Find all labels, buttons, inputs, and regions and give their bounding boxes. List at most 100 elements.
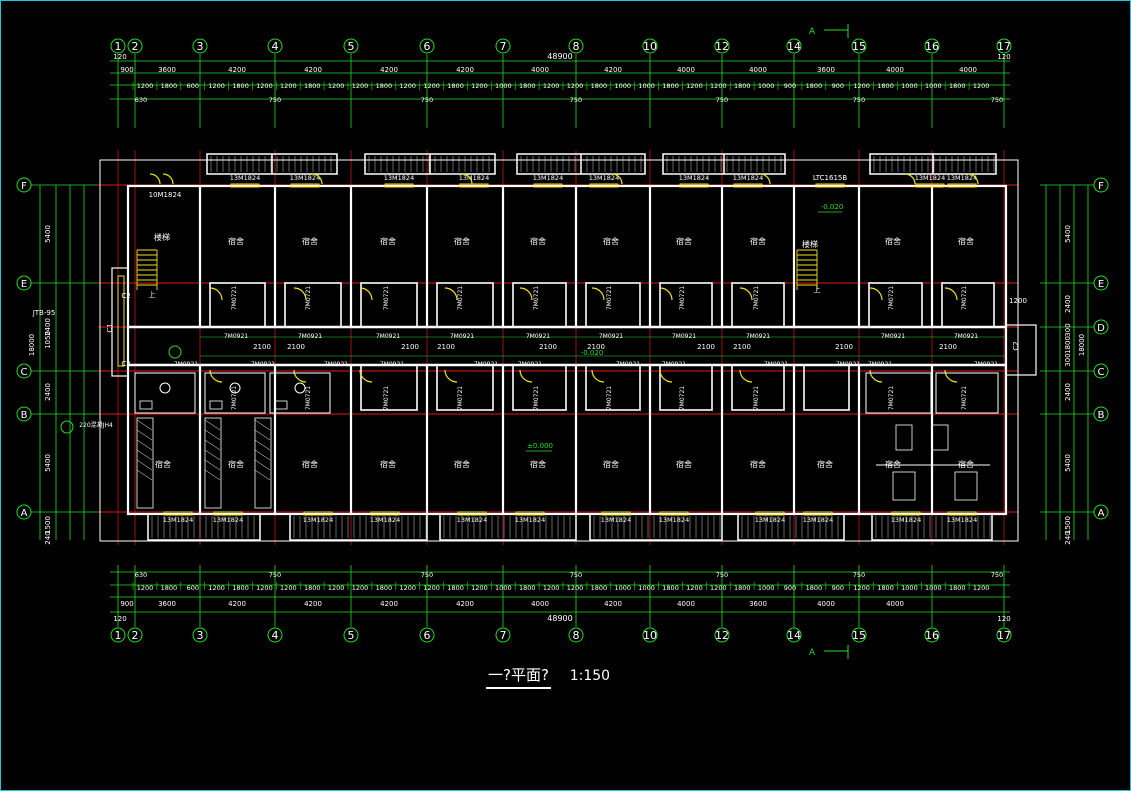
door-swing bbox=[444, 287, 458, 301]
corridor-dim: 2100 bbox=[733, 343, 751, 351]
label-jd: JTB-95 bbox=[32, 309, 56, 317]
dim-top-r1: 3600 bbox=[158, 66, 176, 74]
dim-bottom-r1: 4200 bbox=[604, 600, 622, 608]
door-swing bbox=[659, 287, 673, 301]
dim-top-r3: 750 bbox=[269, 96, 281, 104]
fixture bbox=[895, 424, 913, 451]
dim-bottom-r1: 4200 bbox=[228, 600, 246, 608]
dim-top-r2: 1800 bbox=[734, 82, 751, 90]
door-label: 7M0921 bbox=[450, 333, 474, 340]
dim-bottom-r2: 1200 bbox=[328, 584, 345, 592]
dim-bottom-r2: 1000 bbox=[925, 584, 942, 592]
window-mark bbox=[589, 183, 619, 188]
balcony-bottom bbox=[871, 513, 993, 541]
dim-right: 300 bbox=[1064, 323, 1072, 336]
axis-label-8: 8 bbox=[573, 629, 580, 642]
dim-bottom-r1: 4000 bbox=[677, 600, 695, 608]
dim-bottom-r2: 1800 bbox=[519, 584, 536, 592]
room-label: 宿舍 bbox=[750, 459, 766, 469]
door-label: 7M0921 bbox=[474, 361, 498, 368]
axis-label-A: A bbox=[21, 508, 28, 519]
dim-top-r2: 1000 bbox=[638, 82, 655, 90]
door-label: 7M0721 bbox=[888, 286, 895, 310]
dim-left: 240 bbox=[44, 531, 52, 544]
axis-bubble bbox=[714, 38, 730, 54]
elev-label: -0.020 bbox=[581, 349, 604, 357]
dim-top-r2: 1800 bbox=[877, 82, 894, 90]
dim-left: 5400 bbox=[44, 225, 52, 243]
dim-bottom-r1: 4000 bbox=[886, 600, 904, 608]
window-mark bbox=[679, 183, 709, 188]
dim-bottom-r3: 630 bbox=[135, 571, 147, 579]
corridor-dim: 2100 bbox=[401, 343, 419, 351]
door-label: 7M0921 bbox=[868, 361, 892, 368]
axis-label-7: 7 bbox=[500, 40, 507, 53]
elev-label: ±0.000 bbox=[527, 442, 553, 450]
room-closet bbox=[360, 282, 418, 328]
door-swing bbox=[611, 173, 623, 185]
room-closet bbox=[803, 364, 850, 411]
dim-top-r2: 1800 bbox=[949, 82, 966, 90]
axis-label-15: 15 bbox=[852, 40, 866, 53]
window-label: 13M1824 bbox=[213, 516, 243, 524]
window-label: 13M1824 bbox=[601, 516, 631, 524]
door-swing bbox=[519, 287, 533, 301]
axis-label-B: B bbox=[21, 410, 28, 421]
window-label: 13M1824 bbox=[290, 174, 320, 182]
dim-bottom-r2: 900 bbox=[784, 584, 796, 592]
total-length-top: 48900 bbox=[547, 52, 572, 61]
door-label: 7M0921 bbox=[746, 333, 770, 340]
room-label: 宿舍 bbox=[530, 459, 546, 469]
dim-right: 5400 bbox=[1064, 454, 1072, 472]
room-closet bbox=[731, 282, 785, 328]
axis-bubble bbox=[786, 627, 802, 643]
dim-bottom-r2: 1200 bbox=[973, 584, 990, 592]
dim-bottom-r1: 3600 bbox=[158, 600, 176, 608]
kitchen-hatch bbox=[136, 429, 153, 441]
dim-top-r2: 1200 bbox=[328, 82, 345, 90]
fixture bbox=[892, 471, 916, 501]
detail-bubble bbox=[168, 345, 182, 359]
door-swing bbox=[162, 173, 174, 185]
kitchen-hatch bbox=[254, 429, 271, 441]
window-label: 13M1824 bbox=[163, 516, 193, 524]
door-label: 7M0921 bbox=[380, 361, 404, 368]
door-label: 7M0921 bbox=[224, 333, 248, 340]
door-label: 7M0721 bbox=[753, 286, 760, 310]
door-label: 7M0921 bbox=[954, 333, 978, 340]
door-label: 7M0921 bbox=[324, 361, 348, 368]
dim-top-r2: 1200 bbox=[686, 82, 703, 90]
dim-bottom-r1: 4200 bbox=[456, 600, 474, 608]
corridor-dim: 2100 bbox=[253, 343, 271, 351]
dim-top-r1: 4000 bbox=[959, 66, 977, 74]
axis-label-15: 15 bbox=[852, 629, 866, 642]
kitchen-hatch bbox=[204, 439, 221, 451]
ext-dim: 120 bbox=[997, 615, 1010, 623]
axis-label-6: 6 bbox=[424, 40, 431, 53]
door-label: 7M0721 bbox=[231, 386, 238, 410]
dim-top-r2: 1200 bbox=[543, 82, 560, 90]
balcony-bottom bbox=[439, 513, 577, 541]
dim-top-r2: 1800 bbox=[304, 82, 321, 90]
dim-bottom-r2: 1200 bbox=[853, 584, 870, 592]
dim-top-r2: 1200 bbox=[280, 82, 297, 90]
window-label: 13M1824 bbox=[589, 174, 619, 182]
axis-bubble bbox=[495, 38, 511, 54]
dim-top-r2: 1800 bbox=[806, 82, 823, 90]
door-label: 7M0921 bbox=[174, 361, 198, 368]
dim-top-r2: 1000 bbox=[615, 82, 632, 90]
window-label: 13M1824 bbox=[515, 516, 545, 524]
room-label: 宿舍 bbox=[228, 459, 244, 469]
axis-label-2: 2 bbox=[132, 629, 139, 642]
axis-label-F: F bbox=[1098, 181, 1104, 192]
door-label: 7M0721 bbox=[679, 386, 686, 410]
dim-top-r2: 1200 bbox=[853, 82, 870, 90]
axis-bubble bbox=[419, 627, 435, 643]
room-label: 宿舍 bbox=[302, 236, 318, 246]
room-label: 宿舍 bbox=[302, 459, 318, 469]
window-mark bbox=[659, 511, 689, 516]
axis-label-2: 2 bbox=[132, 40, 139, 53]
dim-top-r3: 750 bbox=[853, 96, 865, 104]
dim-bottom-r2: 1800 bbox=[447, 584, 464, 592]
dim-top-r1: 4000 bbox=[677, 66, 695, 74]
